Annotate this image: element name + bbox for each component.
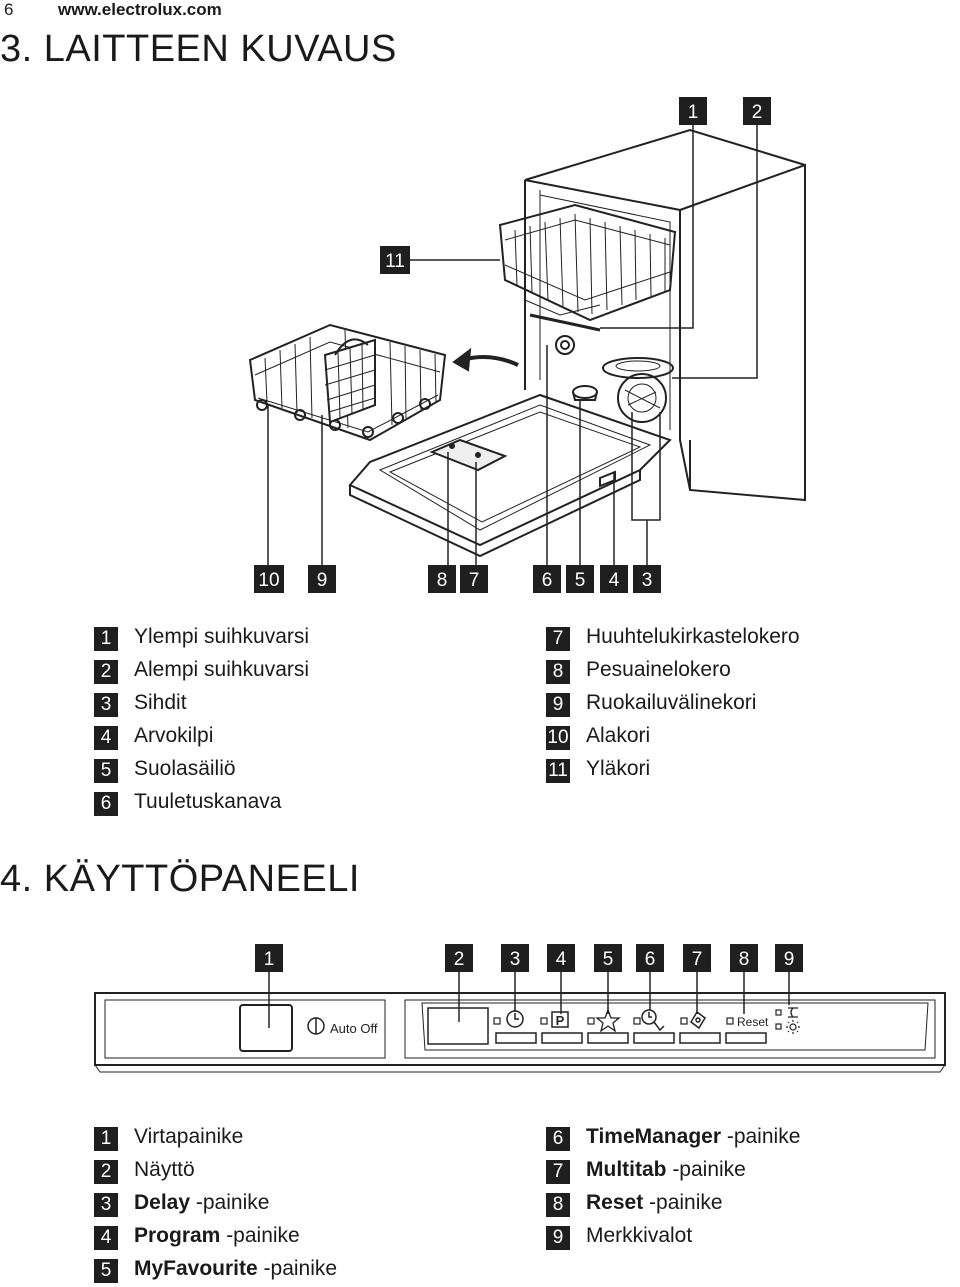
salt-indicator-icon	[788, 1007, 798, 1018]
section-title-control-panel: 4. KÄYTTÖPANEELI	[0, 858, 360, 900]
legend-item-salt-container: Suolasäiliö	[134, 757, 236, 780]
legend-badge: 2	[94, 1160, 118, 1184]
panel-callout-1: 1	[264, 949, 275, 970]
legend-badge: 7	[546, 1160, 570, 1184]
program-icon: P	[551, 1011, 569, 1028]
legend-badge: 6	[546, 1127, 570, 1151]
legend-item-program-button: Program -painike	[134, 1224, 300, 1247]
callout-11: 11	[385, 251, 405, 272]
panel-callout-3: 3	[510, 949, 521, 970]
legend-item-multitab-button: Multitab -painike	[586, 1158, 746, 1181]
panel-callout-2: 2	[454, 949, 465, 970]
legend-item-upper-spray-arm: Ylempi suihkuvarsi	[134, 625, 310, 648]
callout-3: 3	[642, 570, 653, 591]
legend-badge: 6	[94, 792, 118, 816]
page-number: 6	[4, 0, 14, 19]
legend-item-reset-button: Reset -painike	[586, 1191, 723, 1214]
panel-callout-9: 9	[784, 949, 795, 970]
legend-item-detergent-dispenser: Pesuainelokero	[586, 658, 731, 681]
callout-7: 7	[469, 570, 480, 591]
legend-badge: 4	[94, 1226, 118, 1250]
legend-item-timemanager-button: TimeManager -painike	[586, 1125, 801, 1148]
favourite-star-icon	[595, 1008, 621, 1033]
legend-badge: 8	[546, 1193, 570, 1217]
timemanager-icon	[641, 1009, 665, 1032]
legend-item-delay-button: Delay -painike	[134, 1191, 270, 1214]
svg-text:P: P	[556, 1013, 565, 1028]
legend-item-on-off-button: Virtapainike	[134, 1125, 244, 1148]
legend-badge: 3	[94, 1193, 118, 1217]
legend-item-rating-plate: Arvokilpi	[134, 724, 214, 747]
legend-badge: 8	[546, 660, 570, 684]
legend-badge: 9	[546, 1226, 570, 1250]
legend-item-cutlery-basket: Ruokailuvälinekori	[586, 691, 757, 714]
legend-item-lower-spray-arm: Alempi suihkuvarsi	[134, 658, 310, 681]
callout-10: 10	[258, 570, 279, 591]
legend-badge: 1	[94, 1127, 118, 1151]
panel-callout-7: 7	[692, 949, 703, 970]
callout-8: 8	[437, 570, 448, 591]
callout-6: 6	[542, 570, 553, 591]
legend-badge: 7	[546, 627, 570, 651]
delay-icon	[506, 1010, 524, 1028]
dishwasher-diagram: 1 2 11 10 9 8 7 6 5 4 3	[248, 97, 806, 593]
legend-item-filters: Sihdit	[134, 691, 187, 714]
panel-callout-5: 5	[603, 949, 614, 970]
callout-4: 4	[609, 570, 620, 591]
callout-2: 2	[752, 102, 763, 123]
legend-badge: 11	[546, 759, 570, 783]
section-title-appliance-description: 3. LAITTEEN KUVAUS	[0, 28, 397, 70]
legend-item-rinse-aid-dispenser: Huuhtelukirkastelokero	[586, 625, 800, 648]
rinse-aid-indicator-icon	[786, 1020, 800, 1034]
legend-item-air-vent: Tuuletuskanava	[134, 790, 282, 813]
legend-badge: 10	[546, 726, 570, 750]
panel-callout-6: 6	[645, 949, 656, 970]
legend-badge: 4	[94, 726, 118, 750]
callout-1: 1	[688, 102, 699, 123]
multitab-icon	[690, 1010, 706, 1030]
auto-off-label: Auto Off	[330, 1021, 378, 1036]
legend-item-display: Näyttö	[134, 1158, 195, 1181]
panel-callout-4: 4	[556, 949, 567, 970]
callout-9: 9	[317, 570, 328, 591]
legend-item-myfavourite-button: MyFavourite -painike	[134, 1257, 338, 1280]
legend-badge: 9	[546, 693, 570, 717]
callout-5: 5	[575, 570, 586, 591]
legend-badge: 2	[94, 660, 118, 684]
legend-item-indicators: Merkkivalot	[586, 1224, 693, 1247]
legend-badge: 1	[94, 627, 118, 651]
legend-badge: 3	[94, 693, 118, 717]
legend-badge: 5	[94, 1259, 118, 1283]
legend-badge: 5	[94, 759, 118, 783]
power-icon	[307, 1017, 325, 1035]
legend-item-lower-basket: Alakori	[586, 724, 651, 747]
legend-item-upper-basket: Yläkori	[586, 757, 651, 780]
panel-callout-8: 8	[739, 949, 750, 970]
website-link[interactable]: www.electrolux.com	[58, 0, 222, 19]
reset-label: Reset	[737, 1015, 769, 1029]
